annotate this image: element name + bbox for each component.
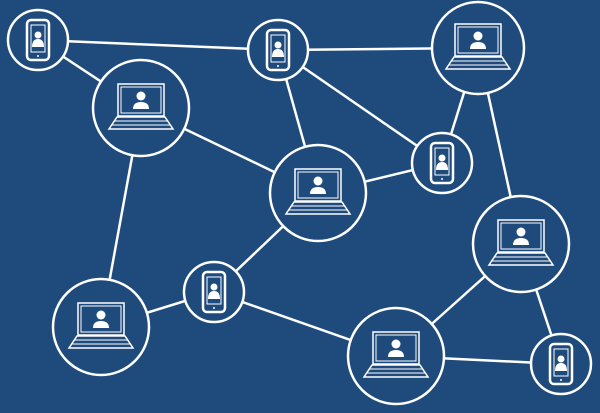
phone-node <box>529 332 593 396</box>
phone-node <box>246 18 310 82</box>
connection-line <box>277 48 443 165</box>
laptop-icon <box>487 219 555 266</box>
laptop-node <box>91 58 191 158</box>
laptop-node <box>471 194 571 294</box>
laptop-icon <box>362 331 430 378</box>
nodes <box>6 0 593 406</box>
phone-icon <box>265 28 291 72</box>
phone-icon <box>429 141 455 185</box>
phone-node <box>182 260 246 324</box>
laptop-icon <box>444 23 512 70</box>
laptop-icon <box>67 302 135 349</box>
phone-icon <box>25 18 51 62</box>
laptop-node <box>430 0 526 96</box>
laptop-node <box>51 277 151 377</box>
laptop-icon <box>107 83 175 130</box>
phone-icon <box>548 342 574 386</box>
laptop-node <box>346 306 446 406</box>
laptop-node <box>268 143 368 243</box>
connection-line <box>37 38 279 52</box>
phone-icon <box>201 270 227 314</box>
laptop-icon <box>284 168 352 215</box>
phone-node <box>410 131 474 195</box>
phone-node <box>6 8 70 72</box>
